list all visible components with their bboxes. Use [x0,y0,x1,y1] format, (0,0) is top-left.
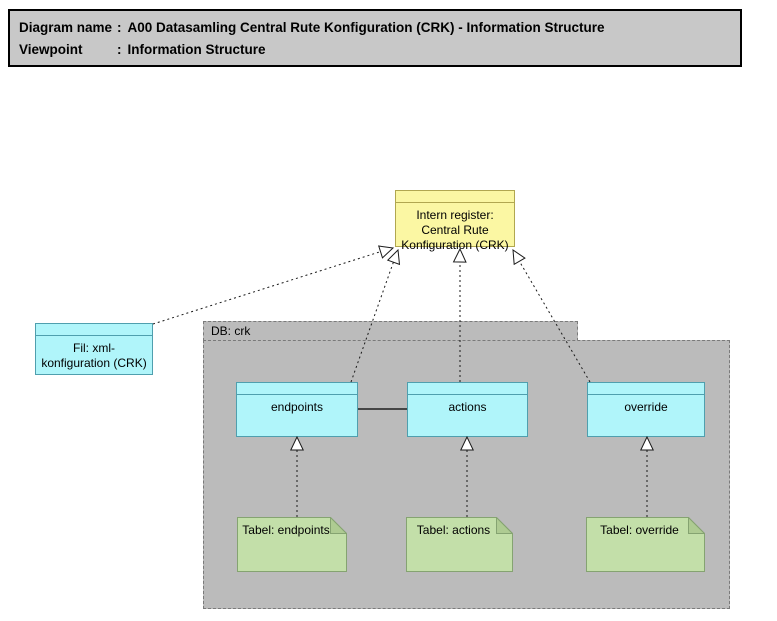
note-tabel-override[interactable]: Tabel: override [586,517,705,572]
object-header-strip [396,191,514,203]
note-shape [237,517,347,572]
note-tabel-endpoints-label: Tabel: endpoints [242,523,330,537]
object-override[interactable]: override [587,382,705,437]
object-header-strip [588,383,704,395]
object-header-strip [36,324,152,336]
note-shape [406,517,513,572]
object-header-strip [408,383,527,395]
object-actions[interactable]: actions [407,382,528,437]
note-fold-corner [496,517,513,534]
viewpoint-row: Viewpoint : Information Structure [19,39,731,61]
group-db-crk-tab[interactable]: DB: crk [203,321,578,341]
note-tabel-actions-label: Tabel: actions [416,523,491,537]
diagram-name-separator: : [117,20,122,35]
diagram-title-block: Diagram name : A00 Datasamling Central R… [8,9,742,67]
realization-file-to-register [152,241,396,325]
object-header-strip [237,383,357,395]
object-intern-register[interactable]: Intern register: Central Rute Konfigurat… [395,190,515,252]
note-tabel-override-label: Tabel: override [600,523,679,537]
object-fil-xml-konfiguration[interactable]: Fil: xml- konfiguration (CRK) [35,323,153,375]
viewpoint-separator: : [117,42,122,57]
hollow-triangle-arrowhead [378,241,396,259]
group-db-crk-label: DB: crk [211,324,251,338]
object-endpoints[interactable]: endpoints [236,382,358,437]
diagram-name-label: Diagram name [19,20,113,35]
viewpoint-label: Viewpoint [19,42,83,57]
note-tabel-endpoints[interactable]: Tabel: endpoints [237,517,347,572]
diagram-name-row: Diagram name : A00 Datasamling Central R… [19,17,731,39]
object-endpoints-label: endpoints [270,400,324,414]
object-intern-register-label: Intern register: Central Rute Konfigurat… [401,208,509,252]
diagram-name-value: A00 Datasamling Central Rute Konfigurati… [127,20,605,35]
note-fold-corner [330,517,347,534]
note-fold-corner [688,517,705,534]
note-tabel-actions[interactable]: Tabel: actions [406,517,513,572]
object-override-label: override [624,400,668,414]
object-actions-label: actions [448,400,487,414]
note-shape [586,517,705,572]
viewpoint-value: Information Structure [127,42,266,57]
object-fil-label: Fil: xml- konfiguration (CRK) [41,341,147,370]
